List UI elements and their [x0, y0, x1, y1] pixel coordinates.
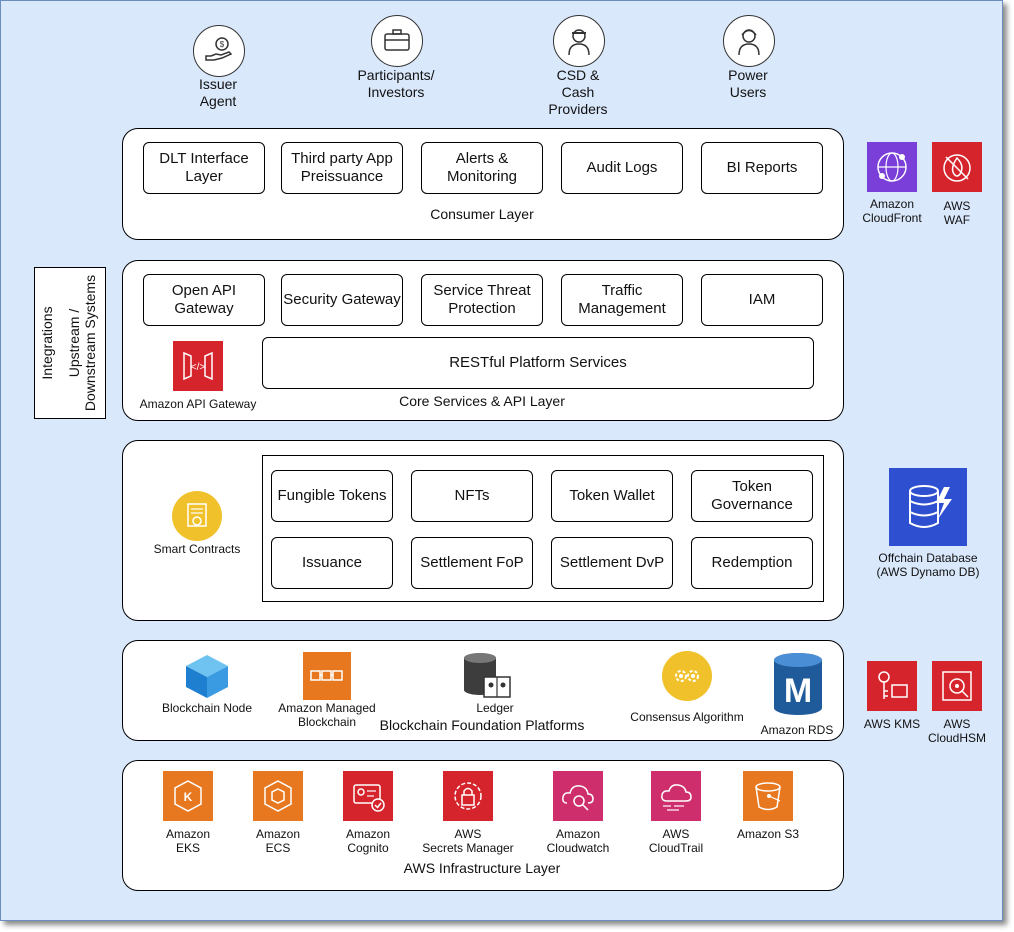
s3-label: Amazon S3 — [736, 827, 800, 841]
certificate-icon — [172, 491, 222, 541]
nfts-box: NFTs — [411, 470, 533, 522]
secrets-manager-icon — [443, 771, 493, 821]
ecs-icon — [253, 771, 303, 821]
cognito-icon — [343, 771, 393, 821]
svg-text:M: M — [784, 672, 812, 710]
svg-text:</>: </> — [191, 362, 206, 373]
consensus-gears-icon — [662, 651, 712, 701]
token-wallet-box: Token Wallet — [551, 470, 673, 522]
audit-logs-box: Audit Logs — [561, 142, 683, 194]
rds-label: Amazon RDS — [760, 723, 834, 737]
traffic-management-box: Traffic Management — [561, 274, 683, 326]
settlement-dvp-box: Settlement DvP — [551, 537, 673, 589]
diagram-canvas: $ Issuer Agent Participants/ Investors C… — [0, 0, 1003, 921]
cloudhsm-icon — [932, 661, 982, 711]
token-governance-box: Token Governance — [691, 470, 813, 522]
secrets-manager-label: AWS Secrets Manager — [422, 827, 514, 855]
restful-platform-services-box: RESTful Platform Services — [262, 337, 814, 389]
blockchain-node-label: Blockchain Node — [161, 701, 253, 715]
api-gateway-label: Amazon API Gateway — [139, 397, 257, 411]
integrations-label: Integrations — [39, 306, 55, 380]
cloudwatch-label: Amazon Cloudwatch — [546, 827, 610, 855]
power-users-label: Power Users — [728, 67, 768, 100]
blockchain-node-cube-icon — [182, 651, 232, 701]
cloudtrail-icon — [651, 771, 701, 821]
cognito-label: Amazon Cognito — [345, 827, 391, 855]
aws-infrastructure-title: AWS Infrastructure Layer — [403, 860, 561, 876]
ledger-label: Ledger — [476, 701, 514, 715]
api-gateway-icon: </> — [173, 341, 223, 391]
kms-key-icon — [867, 661, 917, 711]
ecs-label: Amazon ECS — [255, 827, 301, 855]
third-party-app-box: Third party App Preissuance — [281, 142, 403, 194]
cloudfront-icon — [867, 142, 917, 192]
upstream-downstream-label: Upstream / Downstream Systems — [66, 274, 98, 412]
iam-box: IAM — [701, 274, 823, 326]
blockchain-foundation-title: Blockchain Foundation Platforms — [379, 717, 585, 733]
service-threat-protection-box: Service Threat Protection — [421, 274, 543, 326]
issuer-agent-label: Issuer Agent — [198, 76, 238, 109]
cloudtrail-label: AWS CloudTrail — [648, 827, 704, 855]
dynamodb-icon — [889, 468, 967, 546]
svg-text:$: $ — [220, 40, 225, 49]
settlement-fop-box: Settlement FoP — [411, 537, 533, 589]
dynamodb-label: Offchain Database (AWS Dynamo DB) — [876, 551, 980, 579]
waf-label: AWS WAF — [943, 199, 971, 227]
eks-icon: K — [163, 771, 213, 821]
issuance-box: Issuance — [271, 537, 393, 589]
core-services-title: Core Services & API Layer — [399, 393, 565, 409]
managed-blockchain-label: Amazon Managed Blockchain — [278, 701, 376, 729]
integrations-box: Integrations Upstream / Downstream Syste… — [34, 267, 106, 419]
rds-icon: M — [772, 652, 824, 716]
managed-blockchain-icon — [303, 652, 351, 700]
s3-bucket-icon — [743, 771, 793, 821]
dlt-interface-layer-box: DLT Interface Layer — [143, 142, 265, 194]
security-gateway-box: Security Gateway — [281, 274, 403, 326]
alerts-monitoring-box: Alerts & Monitoring — [421, 142, 543, 194]
waf-icon — [932, 142, 982, 192]
smart-contracts-label: Smart Contracts — [153, 542, 241, 556]
ledger-database-icon — [460, 651, 516, 701]
open-api-gateway-box: Open API Gateway — [143, 274, 265, 326]
cloudfront-label: Amazon CloudFront — [862, 197, 922, 225]
participants-investors-label: Participants/ Investors — [357, 67, 435, 100]
svg-text:K: K — [184, 790, 193, 804]
issuer-agent-icon: $ — [193, 25, 245, 77]
worker-person-icon — [553, 15, 605, 67]
redemption-box: Redemption — [691, 537, 813, 589]
briefcase-icon — [371, 15, 423, 67]
cloudhsm-label: AWS CloudHSM — [927, 717, 987, 745]
bi-reports-box: BI Reports — [701, 142, 823, 194]
eks-label: Amazon EKS — [165, 827, 211, 855]
fungible-tokens-box: Fungible Tokens — [271, 470, 393, 522]
consumer-layer-title: Consumer Layer — [430, 206, 534, 222]
csd-cash-providers-label: CSD & Cash Providers — [548, 67, 608, 117]
kms-label: AWS KMS — [863, 717, 921, 731]
cloudwatch-icon — [553, 771, 603, 821]
power-user-icon — [723, 15, 775, 67]
consensus-algorithm-label: Consensus Algorithm — [630, 710, 744, 724]
